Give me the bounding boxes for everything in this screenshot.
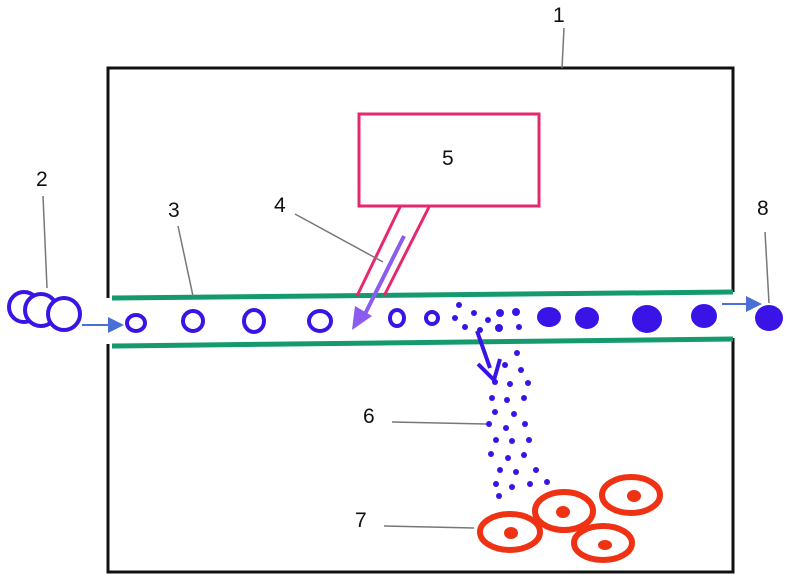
- label-3: 3: [168, 199, 180, 222]
- hollow-particles: [125, 308, 440, 334]
- cell: [477, 511, 543, 553]
- label-5: 5: [442, 147, 454, 170]
- label-1: 1: [553, 4, 565, 27]
- outlet-particle: [755, 305, 783, 331]
- cell: [571, 523, 635, 563]
- release-arrow-shaft: [475, 330, 492, 369]
- fragment-dots-channel: [452, 302, 522, 333]
- solid-particles: [537, 304, 717, 333]
- probe-tube: [355, 206, 431, 297]
- label-4: 4: [274, 194, 286, 217]
- target-cells: [477, 474, 663, 563]
- label-7: 7: [355, 509, 367, 532]
- channel-lower-wall: [111, 336, 734, 349]
- chamber-top-outline: [106, 66, 735, 298]
- probe-arrow-shaft: [362, 235, 406, 317]
- cell: [532, 489, 596, 533]
- label-8: 8: [757, 197, 769, 220]
- label-6: 6: [363, 405, 375, 428]
- leader-lines: [42, 27, 770, 529]
- chamber-bottom-outline: [106, 338, 735, 574]
- cell: [599, 474, 663, 516]
- label-2: 2: [36, 168, 48, 191]
- falling-dots: [486, 350, 550, 499]
- probe-arrow-head: [352, 306, 372, 330]
- device-box: [357, 112, 541, 208]
- channel-upper-wall: [111, 289, 734, 301]
- incoming-particles: [7, 290, 82, 332]
